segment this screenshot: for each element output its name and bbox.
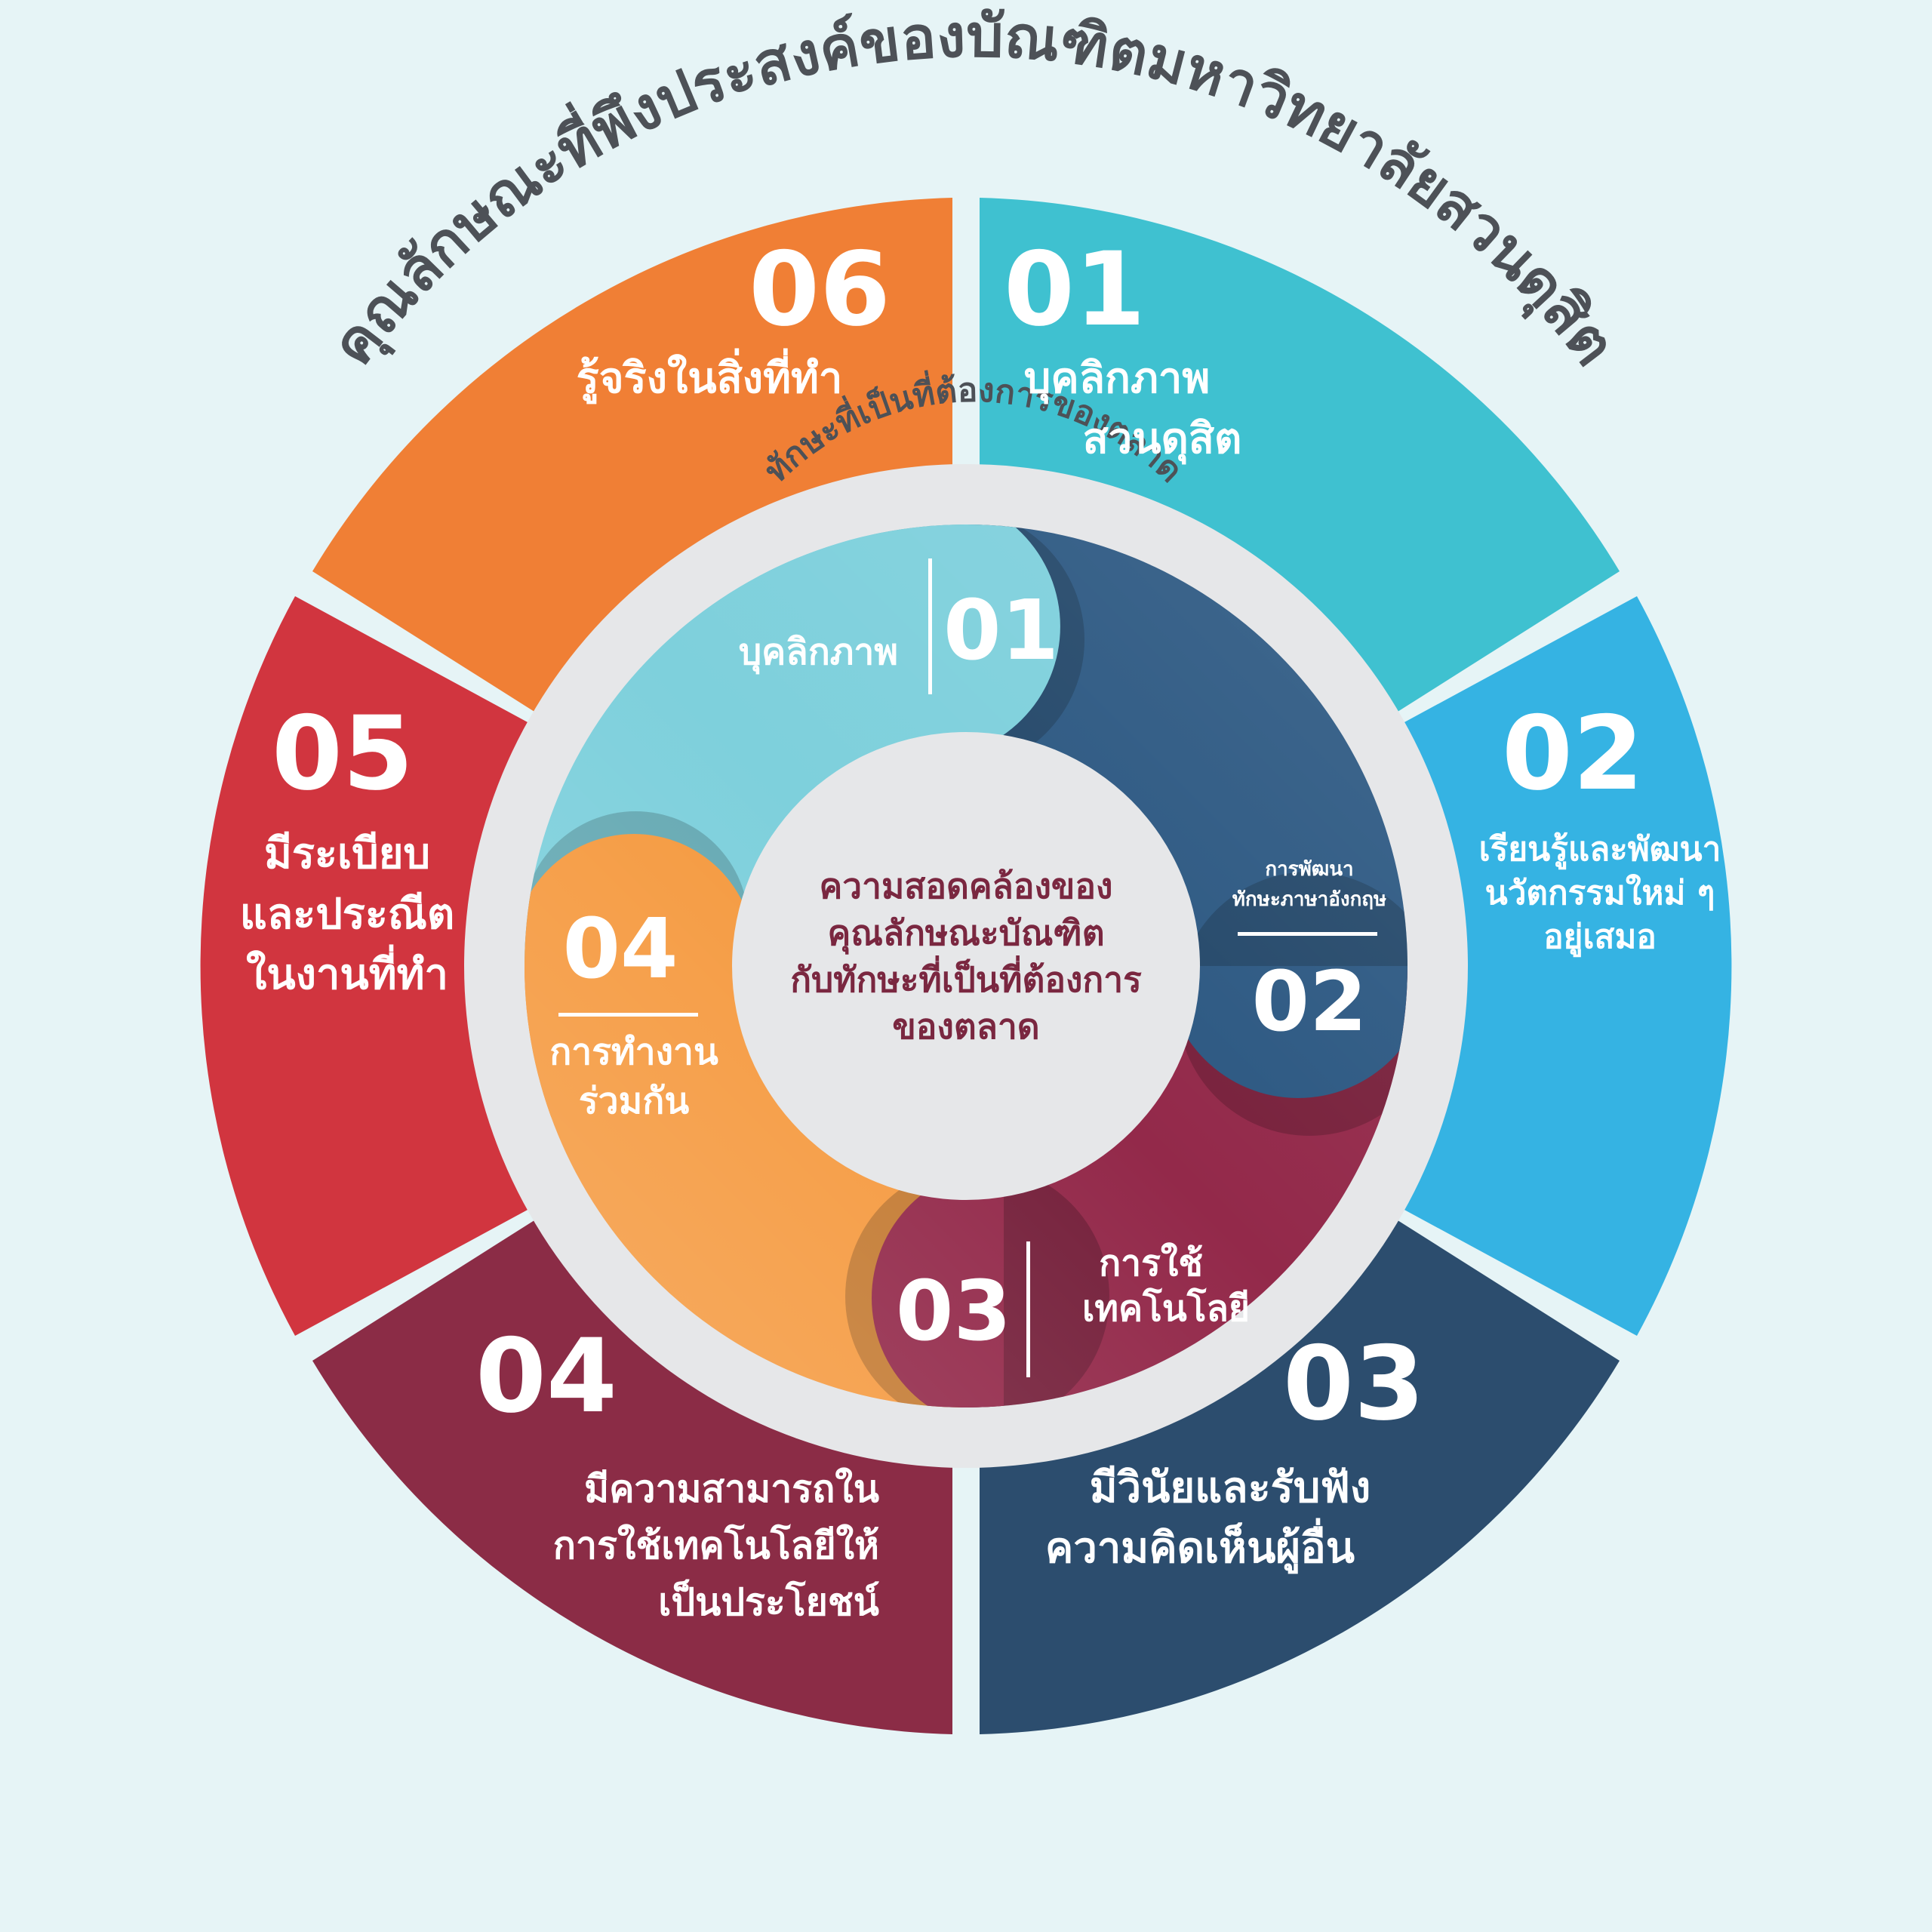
inner-label-04: ร่วมกัน bbox=[579, 1080, 689, 1122]
outer-label-01: บุคลิกภาพ bbox=[1024, 354, 1211, 405]
outer-label-04: เป็นประโยชน์ bbox=[658, 1579, 879, 1624]
outer-label-04: การใช้เทคโนโลยีให้ bbox=[553, 1523, 879, 1567]
inner-label-02: ทักษะภาษาอังกฤษ bbox=[1232, 888, 1386, 911]
outer-label-05: มีระเบียบ bbox=[264, 829, 430, 878]
outer-segment-02 bbox=[1358, 596, 1732, 1336]
outer-number-02: 02 bbox=[1502, 694, 1644, 813]
outer-number-01: 01 bbox=[1004, 230, 1146, 349]
outer-segment-01 bbox=[980, 198, 1620, 744]
outer-label-05: และประณีต bbox=[240, 890, 455, 939]
outer-label-04: มีความสามารถใน bbox=[584, 1467, 879, 1511]
center-disc bbox=[732, 732, 1200, 1200]
divider-03 bbox=[1026, 1241, 1030, 1377]
inner-label-01: บุคลิกภาพ bbox=[739, 631, 898, 675]
inner-number-01: 01 bbox=[943, 582, 1059, 678]
inner-number-03: 03 bbox=[896, 1263, 1011, 1359]
center-line: ของตลาด bbox=[892, 1006, 1039, 1047]
outer-segment-05 bbox=[200, 596, 574, 1336]
outer-label-03: มีวินัยและรับฟัง bbox=[1090, 1463, 1371, 1512]
outer-segment-04 bbox=[312, 1188, 952, 1734]
inner-number-02: 02 bbox=[1251, 953, 1367, 1050]
outer-segment-03 bbox=[980, 1188, 1620, 1734]
inner-label-03: เทคโนโลยี bbox=[1082, 1287, 1250, 1330]
outer-label-03: ความคิดเห็นผู้อื่น bbox=[1045, 1518, 1355, 1574]
inner-number-04: 04 bbox=[562, 900, 678, 997]
inner-label-02: การพัฒนา bbox=[1265, 858, 1353, 881]
outer-label-02: อยู่เสมอ bbox=[1543, 918, 1657, 957]
outer-label-05: ในงานที่ทำ bbox=[246, 944, 448, 999]
outer-number-06: 06 bbox=[749, 230, 891, 349]
outer-title: คุณลักษณะที่พึงประสงค์ของบัณฑิตมหาวิทยาล… bbox=[318, 2, 1629, 379]
center-line: ความสอดคล้องของ bbox=[820, 866, 1113, 906]
outer-number-05: 05 bbox=[272, 694, 414, 813]
inner-label-04: การทำงาน bbox=[549, 1031, 718, 1073]
outer-number-04: 04 bbox=[475, 1317, 617, 1435]
outer-label-02: เรียนรู้และพัฒนา bbox=[1479, 830, 1721, 869]
divider-02 bbox=[1238, 932, 1377, 936]
outer-label-01: สวนดุสิต bbox=[1083, 414, 1242, 465]
inner-label-03: การใช้ bbox=[1099, 1241, 1203, 1284]
outer-number-03: 03 bbox=[1283, 1324, 1425, 1443]
outer-label-06: รู้จริงในสิ่งที่ทำ bbox=[577, 348, 843, 405]
outer-label-02: นวัตกรรมใหม่ ๆ bbox=[1485, 873, 1715, 912]
divider-01 bbox=[928, 558, 932, 694]
divider-04 bbox=[558, 1013, 698, 1017]
center-line: คุณลักษณะบัณฑิต bbox=[827, 912, 1104, 955]
outer-segments bbox=[200, 198, 1732, 1734]
center-text: ความสอดคล้องของ คุณลักษณะบัณฑิต กับทักษะ… bbox=[790, 866, 1142, 1047]
outer-segment-06 bbox=[312, 198, 952, 744]
center-line: กับทักษะที่เป็นที่ต้องการ bbox=[790, 955, 1142, 1000]
